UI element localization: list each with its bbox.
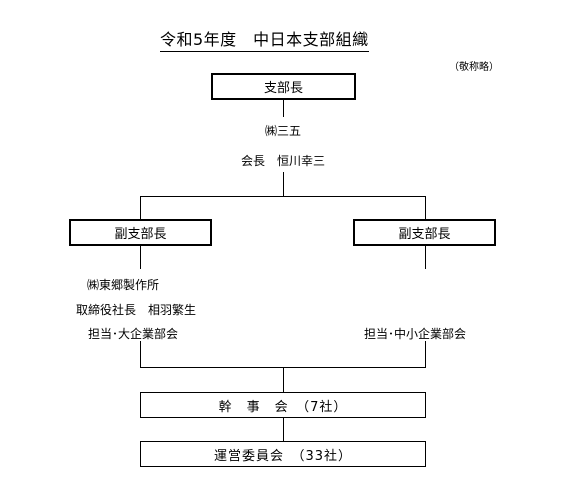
branch-head-box: 支部長 xyxy=(211,73,356,100)
connector-vice-right-up xyxy=(425,196,426,220)
steering-committee-label: 運営委員会 （33社） xyxy=(213,448,353,464)
vice-left-person: 取締役社長 相羽繁生 xyxy=(76,303,197,317)
connector-head-to-branch xyxy=(283,172,284,196)
secretariat-box: 幹 事 会 （7社） xyxy=(140,392,426,418)
connector-vice-bar xyxy=(140,196,426,197)
connector-left-to-join xyxy=(140,341,141,367)
secretariat-label: 幹 事 会 （7社） xyxy=(218,399,348,415)
steering-committee-box: 運営委員会 （33社） xyxy=(140,441,426,467)
page-title: 令和5年度 中日本支部組織 xyxy=(160,26,369,52)
connector-head-down xyxy=(283,99,284,117)
connector-right-to-join xyxy=(425,341,426,367)
vice-left-role: 担当･大企業部会 xyxy=(88,327,179,341)
branch-head-person: 会長 恒川幸三 xyxy=(240,154,326,168)
connector-join-to-secretariat xyxy=(283,367,284,392)
vice-right-label: 副支部長 xyxy=(398,227,451,242)
vice-left-company: ㈱東郷製作所 xyxy=(87,278,160,292)
vice-right-box: 副支部長 xyxy=(353,219,496,246)
vice-left-label: 副支部長 xyxy=(114,227,167,242)
connector-secretariat-to-steering xyxy=(283,417,284,441)
connector-vice-left-down xyxy=(140,245,141,269)
vice-left-box: 副支部長 xyxy=(69,219,212,246)
vice-right-role: 担当･中小企業部会 xyxy=(364,327,467,341)
connector-vice-right-down xyxy=(425,245,426,269)
branch-head-label: 支部長 xyxy=(263,81,303,96)
honorifics-note: （敬称略） xyxy=(449,62,499,73)
connector-vice-left-up xyxy=(140,196,141,220)
branch-head-company: ㈱三五 xyxy=(264,124,302,138)
